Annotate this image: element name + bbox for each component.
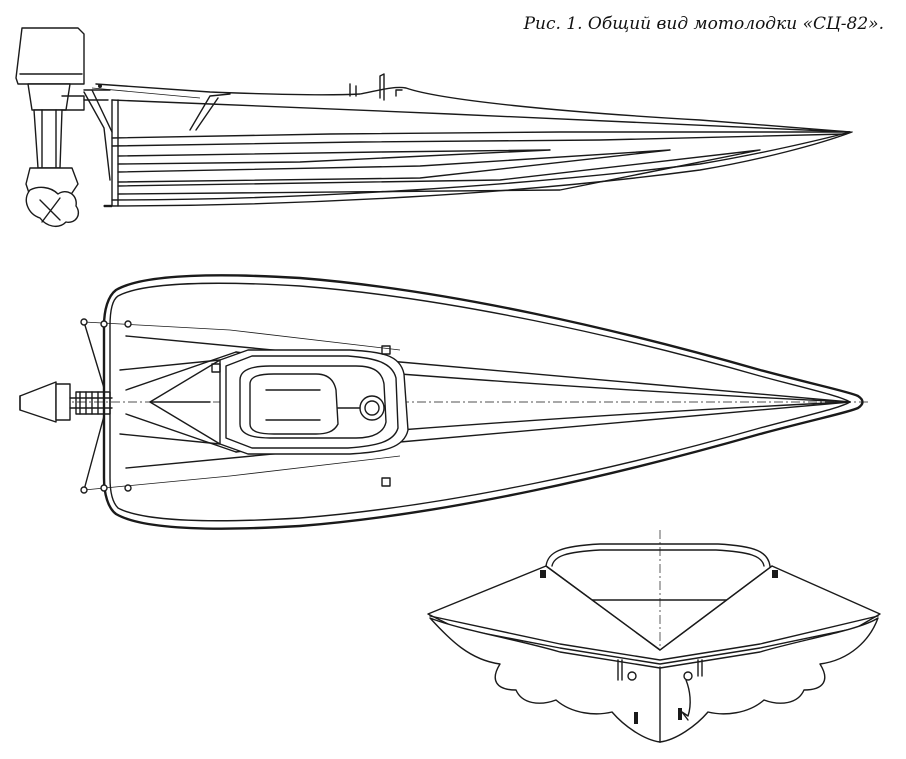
outboard-motor-plan — [19, 381, 113, 423]
plan-view — [19, 274, 870, 530]
hull-side — [95, 73, 853, 208]
front-view — [427, 530, 881, 744]
outboard-motor — [15, 27, 111, 228]
hull-outline-top — [102, 274, 864, 530]
side-view — [15, 27, 853, 228]
cockpit — [211, 345, 409, 487]
figure-caption: Рис. 1. Общий вид мотолодки «СЦ-82». — [523, 14, 884, 34]
